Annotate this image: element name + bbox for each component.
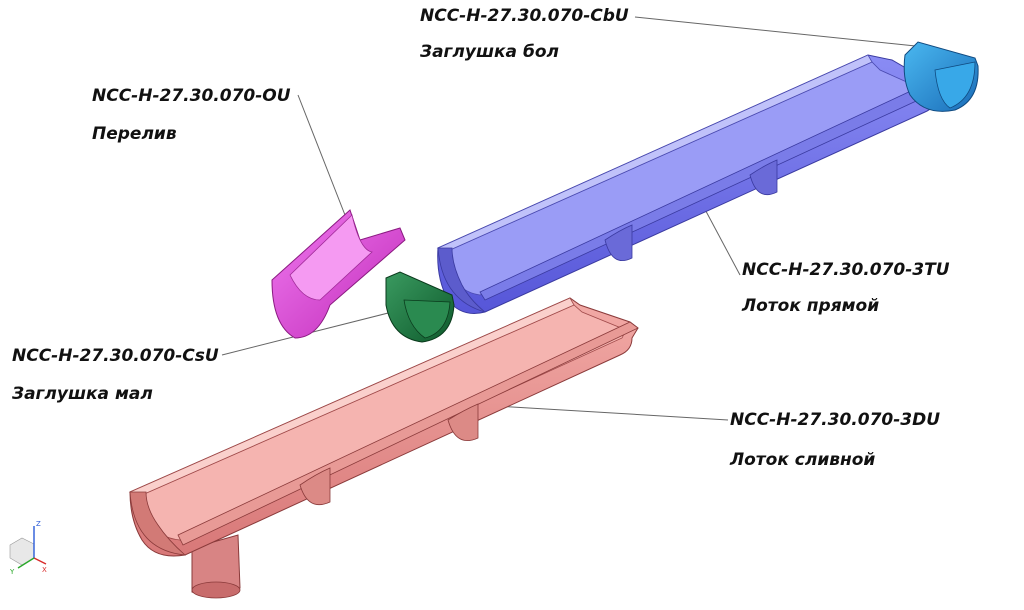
end-cap-large-face xyxy=(934,61,976,109)
end-cap-small xyxy=(385,271,455,343)
label-cbu-name: Заглушка бол xyxy=(420,42,559,62)
label-csu-code: NCC-H-27.30.070-CsU xyxy=(12,346,219,366)
label-cbu-code: NCC-H-27.30.070-CbU xyxy=(420,6,629,26)
label-3du-code: NCC-H-27.30.070-3DU xyxy=(730,410,941,430)
overflow-piece-inner xyxy=(289,214,373,301)
axis-triad: Z X Y xyxy=(9,520,47,576)
gutter-drain-lip xyxy=(177,321,639,546)
label-3tu-code: NCC-H-27.30.070-3TU xyxy=(742,260,950,280)
gutter-drain-end xyxy=(129,491,187,556)
leader-lines xyxy=(221,16,936,421)
label-ou-code: NCC-H-27.30.070-OU xyxy=(92,86,291,106)
leader-3du xyxy=(479,404,729,421)
triad-y-label: Y xyxy=(9,568,15,576)
gutter-straight-end xyxy=(437,247,486,313)
label-csu-name: Заглушка мал xyxy=(12,384,153,404)
gutter-drain-inner xyxy=(141,304,627,541)
label-3du-name: Лоток сливной xyxy=(730,450,876,470)
gutter-drain-outlet-bottom xyxy=(191,581,241,599)
triad-z-label: Z xyxy=(36,520,41,528)
overflow-piece xyxy=(271,209,406,339)
triad-x-label: X xyxy=(42,566,47,574)
gutter-straight-rib-1 xyxy=(604,224,633,262)
triad-y-axis xyxy=(17,557,35,569)
end-cap-small-face xyxy=(403,299,451,339)
leader-cbu xyxy=(634,16,936,49)
gutter-drain xyxy=(128,297,639,599)
triad-x-axis xyxy=(33,557,47,565)
end-cap-large xyxy=(903,41,979,112)
gutter-drain-rib-2 xyxy=(447,403,479,442)
leader-ou xyxy=(297,94,346,216)
gutter-straight-rib-2 xyxy=(749,159,778,196)
leader-3tu xyxy=(699,199,741,276)
gutter-drain-rib-1 xyxy=(299,467,331,506)
label-ou-name: Перелив xyxy=(92,124,177,144)
label-3tu-name: Лоток прямой xyxy=(742,296,880,316)
